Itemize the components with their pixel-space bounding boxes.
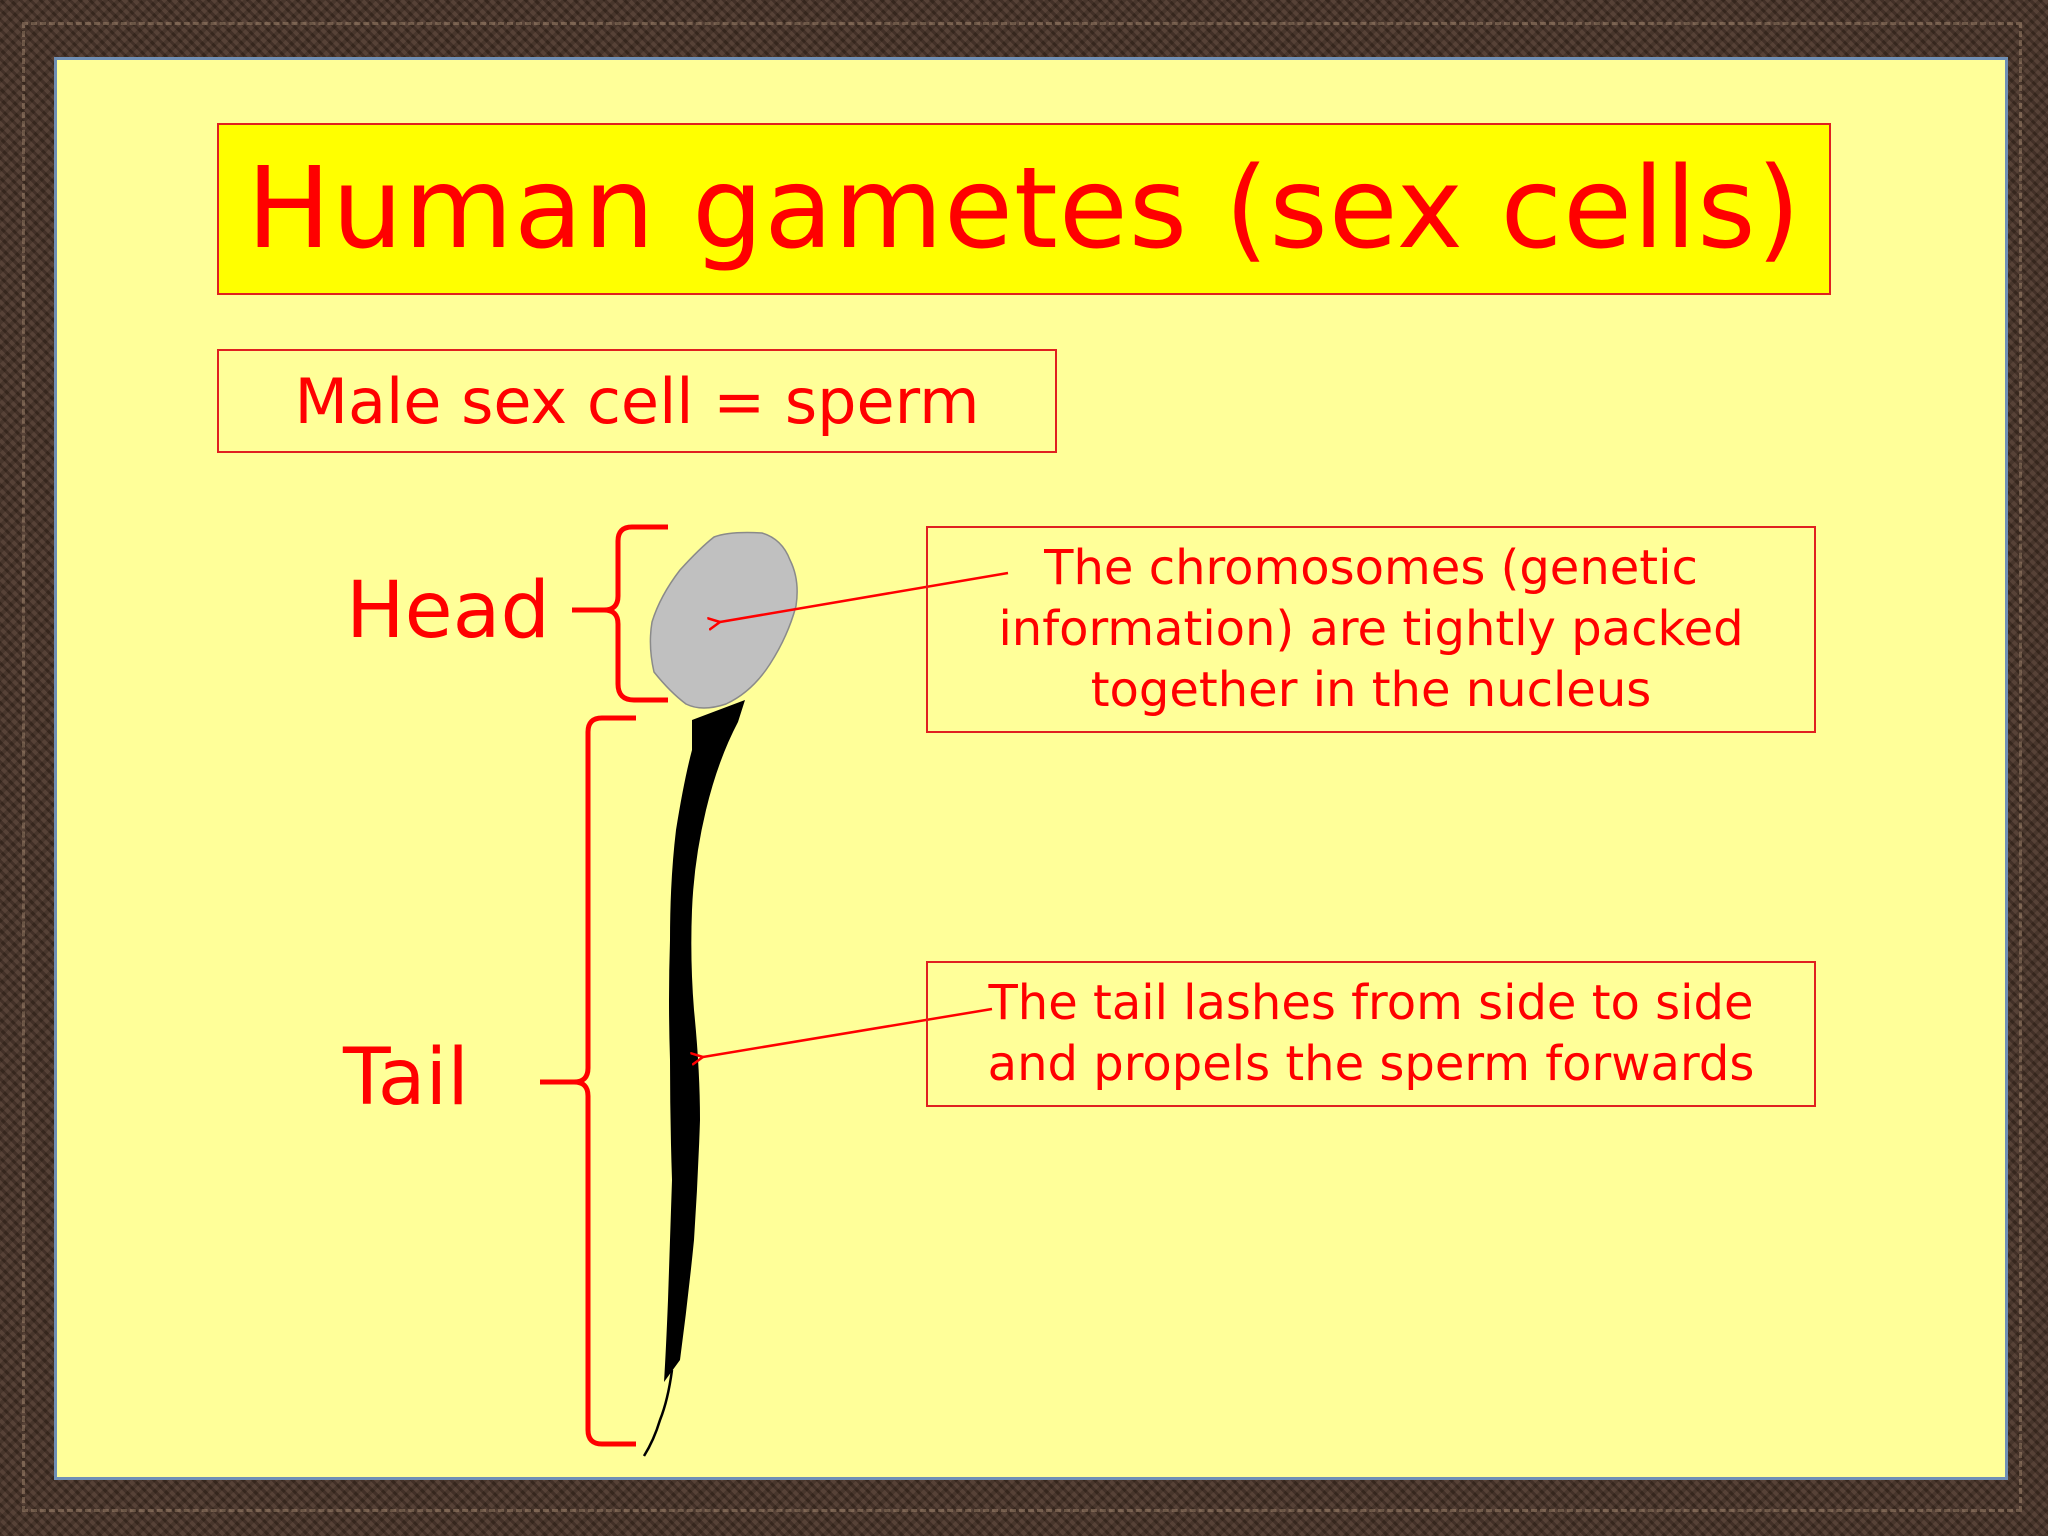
- chromosomes-arrow: [720, 571, 1009, 622]
- tail-label: Tail: [343, 1033, 469, 1123]
- chromosomes-note-box: The chromosomes (genetic information) ar…: [926, 526, 1816, 733]
- subtitle-box: Male sex cell = sperm: [217, 349, 1057, 453]
- sperm-tail-tip: [642, 1369, 674, 1457]
- slide-title: Human gametes (sex cells): [246, 144, 1802, 274]
- title-box: Human gametes (sex cells): [217, 123, 1831, 295]
- head-bracket: [572, 524, 668, 703]
- tail-arrow: [703, 1007, 993, 1057]
- slide-subtitle: Male sex cell = sperm: [294, 364, 980, 438]
- head-label: Head: [346, 566, 550, 656]
- tail-note-box: The tail lashes from side to side and pr…: [926, 961, 1816, 1107]
- sperm-tail: [664, 700, 745, 1382]
- chromosomes-note: The chromosomes (genetic information) ar…: [998, 540, 1744, 718]
- tail-note: The tail lashes from side to side and pr…: [987, 975, 1755, 1092]
- tail-bracket: [540, 715, 636, 1447]
